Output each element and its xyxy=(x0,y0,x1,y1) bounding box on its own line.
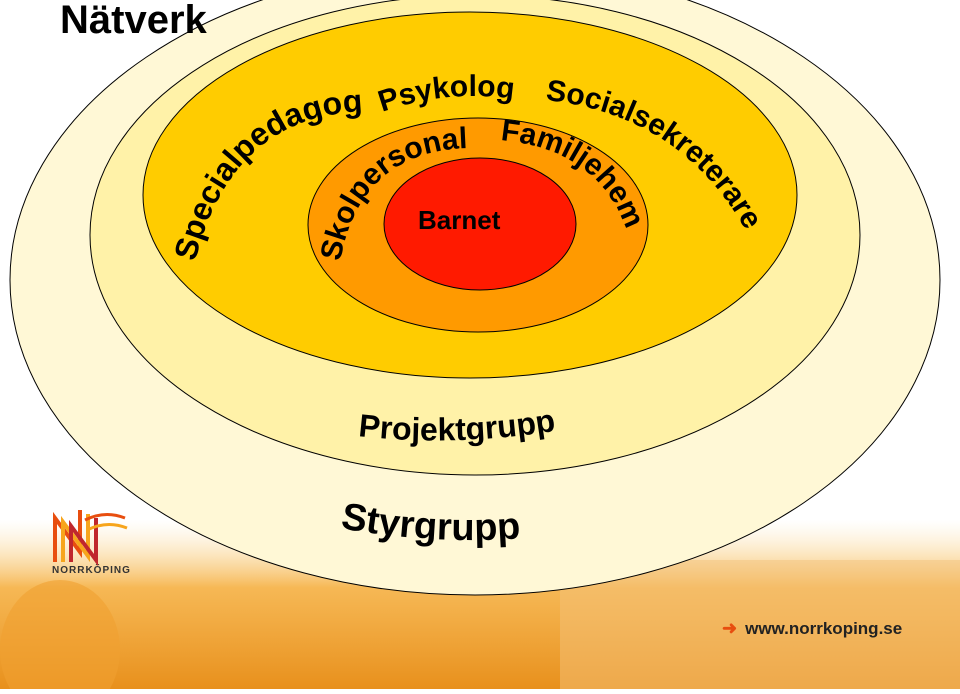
ring-center xyxy=(383,157,577,291)
footer-url-link[interactable]: ➜ www.norrkoping.se xyxy=(722,618,902,639)
center-label: Barnet xyxy=(418,205,501,235)
background-building-shape xyxy=(560,560,960,689)
logo-wordmark: NORRKÖPING xyxy=(52,565,131,576)
footer-url-text: www.norrkoping.se xyxy=(745,619,903,638)
arrow-right-icon: ➜ xyxy=(722,618,738,638)
page-title: Nätverk xyxy=(60,0,207,42)
norrkoping-logo-icon xyxy=(53,510,128,567)
background-face-shape xyxy=(0,580,120,694)
